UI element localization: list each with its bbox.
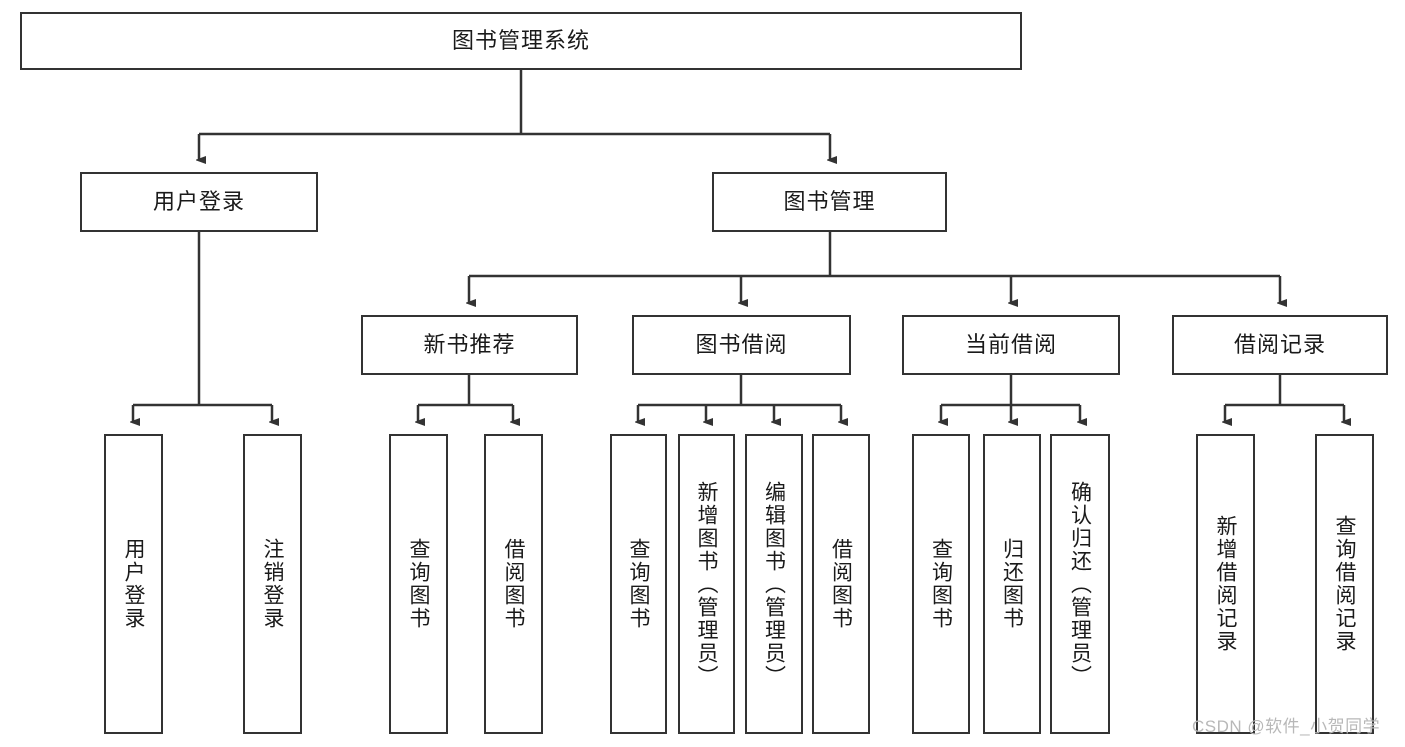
leaf-query-borrow-record[interactable]: 查询借阅记录 bbox=[1315, 434, 1374, 734]
node-label: 查询图书 bbox=[407, 538, 431, 630]
leaf-edit-book-admin[interactable]: 编辑图书（管理员） bbox=[745, 434, 803, 734]
node-label: 注销登录 bbox=[261, 538, 285, 630]
node-new-book-recommend[interactable]: 新书推荐 bbox=[361, 315, 578, 375]
leaf-borrow-book[interactable]: 借阅图书 bbox=[812, 434, 870, 734]
node-book-management[interactable]: 图书管理 bbox=[712, 172, 947, 232]
leaf-return-book[interactable]: 归还图书 bbox=[983, 434, 1041, 734]
node-book-borrow[interactable]: 图书借阅 bbox=[632, 315, 851, 375]
node-label: 编辑图书（管理员） bbox=[762, 480, 786, 688]
node-label: 查询借阅记录 bbox=[1333, 515, 1357, 653]
node-label: 确认归还（管理员） bbox=[1068, 480, 1092, 688]
leaf-confirm-return-admin[interactable]: 确认归还（管理员） bbox=[1050, 434, 1110, 734]
node-user-login[interactable]: 用户登录 bbox=[80, 172, 318, 232]
node-label: 查询图书 bbox=[929, 538, 953, 630]
leaf-query-book-recommend[interactable]: 查询图书 bbox=[389, 434, 448, 734]
node-label: 图书管理系统 bbox=[451, 27, 590, 53]
leaf-add-borrow-record[interactable]: 新增借阅记录 bbox=[1196, 434, 1255, 734]
node-label: 新书推荐 bbox=[423, 331, 516, 357]
node-label: 用户登录 bbox=[152, 188, 245, 214]
leaf-query-book-current[interactable]: 查询图书 bbox=[912, 434, 970, 734]
leaf-user-login[interactable]: 用户登录 bbox=[104, 434, 163, 734]
leaf-add-book-admin[interactable]: 新增图书（管理员） bbox=[678, 434, 735, 734]
node-label: 当前借阅 bbox=[964, 331, 1057, 357]
node-label: 图书管理 bbox=[783, 188, 876, 214]
node-label: 归还图书 bbox=[1000, 538, 1024, 630]
leaf-borrow-book-recommend[interactable]: 借阅图书 bbox=[484, 434, 543, 734]
node-label: 新增图书（管理员） bbox=[695, 480, 719, 688]
node-current-borrow[interactable]: 当前借阅 bbox=[902, 315, 1120, 375]
node-root-system[interactable]: 图书管理系统 bbox=[20, 12, 1022, 70]
leaf-logout[interactable]: 注销登录 bbox=[243, 434, 302, 734]
node-borrow-record[interactable]: 借阅记录 bbox=[1172, 315, 1388, 375]
node-label: 新增借阅记录 bbox=[1214, 515, 1238, 653]
node-label: 图书借阅 bbox=[695, 331, 788, 357]
node-label: 用户登录 bbox=[122, 538, 146, 630]
leaf-query-book-borrow[interactable]: 查询图书 bbox=[610, 434, 667, 734]
node-label: 借阅图书 bbox=[502, 538, 526, 630]
node-label: 借阅图书 bbox=[829, 538, 853, 630]
node-label: 借阅记录 bbox=[1233, 331, 1326, 357]
node-label: 查询图书 bbox=[627, 538, 651, 630]
